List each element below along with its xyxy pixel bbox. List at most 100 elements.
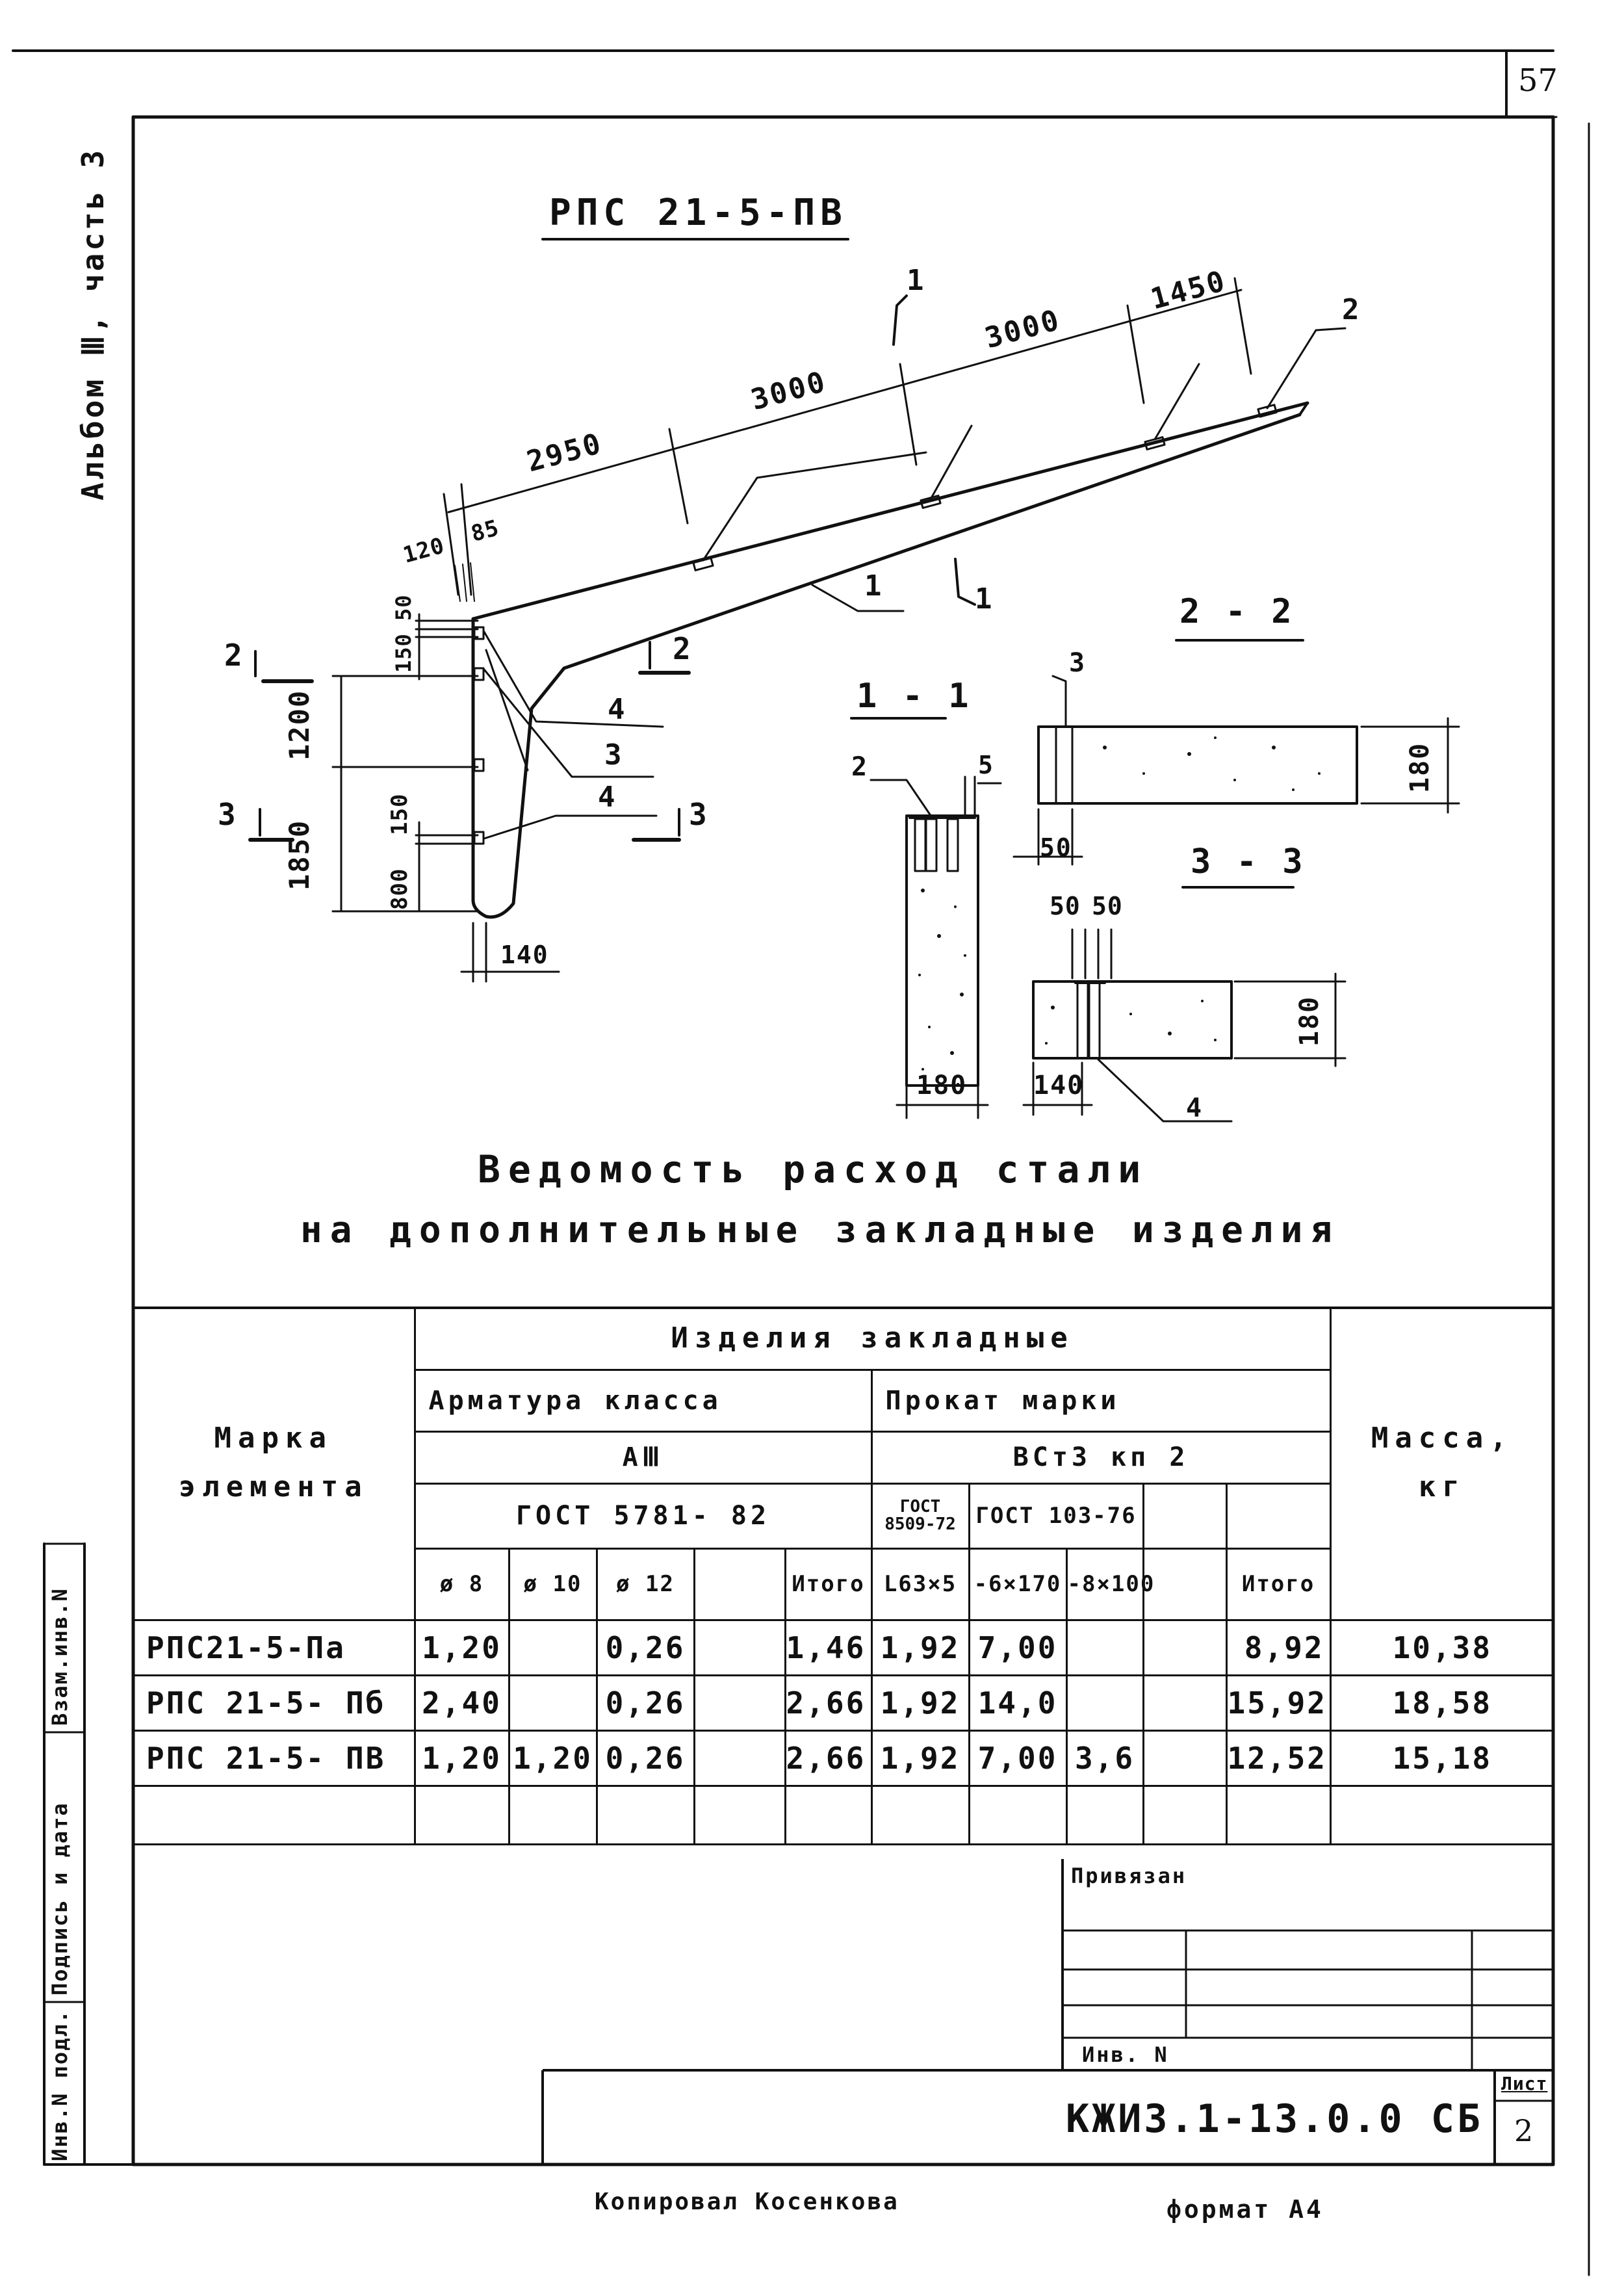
row-mark: РПС 21-5- ПВ [133,1729,416,1787]
cell-rebar-total: 1,46 [784,1618,873,1676]
margin-replaced-inv: Взам.инв.N [47,1587,72,1726]
cell-d12: 0,26 [595,1729,695,1787]
stamp-privyazan: Привязан [1071,1864,1187,1888]
empty-head-cell [1225,1482,1332,1550]
empty-cell [1142,1784,1228,1845]
marker-pos-2-beam: 2 [1342,293,1363,326]
cell-d12: 0,26 [595,1674,695,1732]
col-angle-63x5: L63×5 [870,1547,970,1621]
stamp-inv-no: Инв. N [1082,2042,1169,2067]
row-mark: РПС21-5-Па [133,1618,416,1676]
mark-header-line2: элемента [178,1470,368,1504]
col-strip-6x170: -6×170 [968,1547,1068,1621]
gost-8509: ГОСТ 8509-72 [870,1482,970,1550]
marker-section-2-right: 2 [673,631,695,666]
schedule-title-line1: Ведомость расход стали [478,1147,1149,1191]
section-3-3-dim-50b: 50 [1092,892,1123,920]
col-rebar-total: Итого [784,1547,873,1621]
section-3-3-dim-140: 140 [1033,1071,1085,1100]
row-mark: РПС 21-5- Пб [133,1674,416,1732]
marker-section-3-right: 3 [689,797,711,832]
footer-format: формат А4 [1166,2195,1324,2224]
cell-empty [1142,1674,1228,1732]
cell-empty [1142,1618,1228,1676]
cell-empty [693,1618,786,1676]
embedded-items-header: Изделия закладные [413,1308,1332,1371]
empty-cell [968,1784,1068,1845]
mass-header: Масса, кг [1329,1308,1554,1621]
cell-rolled-total: 12,52 [1225,1729,1332,1787]
cell-strip-8 [1065,1618,1144,1676]
table-row [133,1784,1554,1845]
rebar-gost: ГОСТ 5781- 82 [413,1482,873,1550]
cell-mass: 10,38 [1329,1618,1554,1676]
footer-copied-by: Копировал Косенкова [595,2189,899,2215]
marker-section-3-left: 3 [218,797,240,832]
cell-d10: 1,20 [508,1729,598,1787]
col-rolled-total: Итого [1225,1547,1332,1621]
empty-cell [693,1784,786,1845]
rebar-class-value: АⅢ [413,1430,873,1485]
empty-cell [508,1784,598,1845]
empty-cell [133,1784,416,1845]
cell-empty [1142,1729,1228,1787]
marker-section-1-bottom: 1 [975,582,996,616]
cell-strip-6: 7,00 [968,1729,1068,1787]
col-d8: ø 8 [413,1547,510,1621]
mass-header-line1: Масса, [1371,1422,1514,1455]
cell-angle: 1,92 [870,1729,970,1787]
cell-rolled-total: 15,92 [1225,1674,1332,1732]
cell-d10 [508,1674,598,1732]
table-row: РПС 21-5- Пб 2,40 0,26 2,66 1,92 14,0 15… [133,1674,1554,1732]
col-strip-8x100: -8×100 [1065,1547,1154,1621]
cell-mass: 15,18 [1329,1729,1554,1787]
col-d10: ø 10 [508,1547,598,1621]
section-3-3-title: 3 - 3 [1191,842,1306,881]
empty-head-cell [1142,1482,1228,1550]
cell-rolled-total: 8,92 [1225,1618,1332,1676]
col-d12: ø 12 [595,1547,695,1621]
cell-d10 [508,1618,598,1676]
empty-cell [870,1784,970,1845]
margin-inv-no-orig: Инв.N подл. [47,2009,72,2161]
marker-pos-3-column: 3 [604,738,626,772]
cell-strip-6: 14,0 [968,1674,1068,1732]
rebar-class-header: Арматура класса [413,1368,873,1433]
cell-d8: 1,20 [413,1729,510,1787]
marker-section-1-top: 1 [907,264,928,297]
cell-strip-8 [1065,1674,1144,1732]
marker-pos-4-upper: 4 [608,693,629,726]
cell-mass: 18,58 [1329,1674,1554,1732]
empty-cell [1225,1784,1332,1845]
empty-cell [1329,1784,1554,1845]
cell-angle: 1,92 [870,1674,970,1732]
table-row: РПС 21-5- ПВ 1,20 1,20 0,26 2,66 1,92 7,… [133,1729,1554,1787]
section-2-2-pos-3: 3 [1069,648,1089,678]
rolled-grade-header: Прокат марки [870,1368,1332,1433]
table-row: РПС21-5-Па 1,20 0,26 1,46 1,92 7,00 8,92… [133,1618,1554,1676]
empty-cell [595,1784,695,1845]
schedule-title-line2: на дополнительные закладные изделия [300,1209,1341,1251]
col-empty [1142,1547,1228,1621]
stamp-sheet-label: Лист [1501,2073,1548,2094]
empty-cell [784,1784,873,1845]
section-3-3-dim-50a: 50 [1050,892,1081,920]
cell-strip-8: 3,6 [1065,1729,1144,1787]
section-1-1-title: 1 - 1 [857,677,972,716]
col-empty [693,1547,786,1621]
marker-section-2-left: 2 [224,638,246,673]
cell-strip-6: 7,00 [968,1618,1068,1676]
marker-pos-4-lower: 4 [598,781,619,814]
section-1-1-pos-2: 2 [851,752,871,782]
marker-pos-1-beam: 1 [864,569,886,603]
mass-header-line2: кг [1418,1470,1466,1504]
dim-140: 140 [500,941,549,969]
stamp-sheet-number: 2 [1514,2113,1534,2148]
cell-rebar-total: 2,66 [784,1729,873,1787]
section-1-1-dim-5: 5 [978,751,997,779]
section-2-2-dim-50: 50 [1040,833,1072,862]
steel-schedule-table: Марка элемента Изделия закладные Масса, … [133,1308,1554,1845]
cell-d12: 0,26 [595,1618,695,1676]
cell-d8: 1,20 [413,1618,510,1676]
